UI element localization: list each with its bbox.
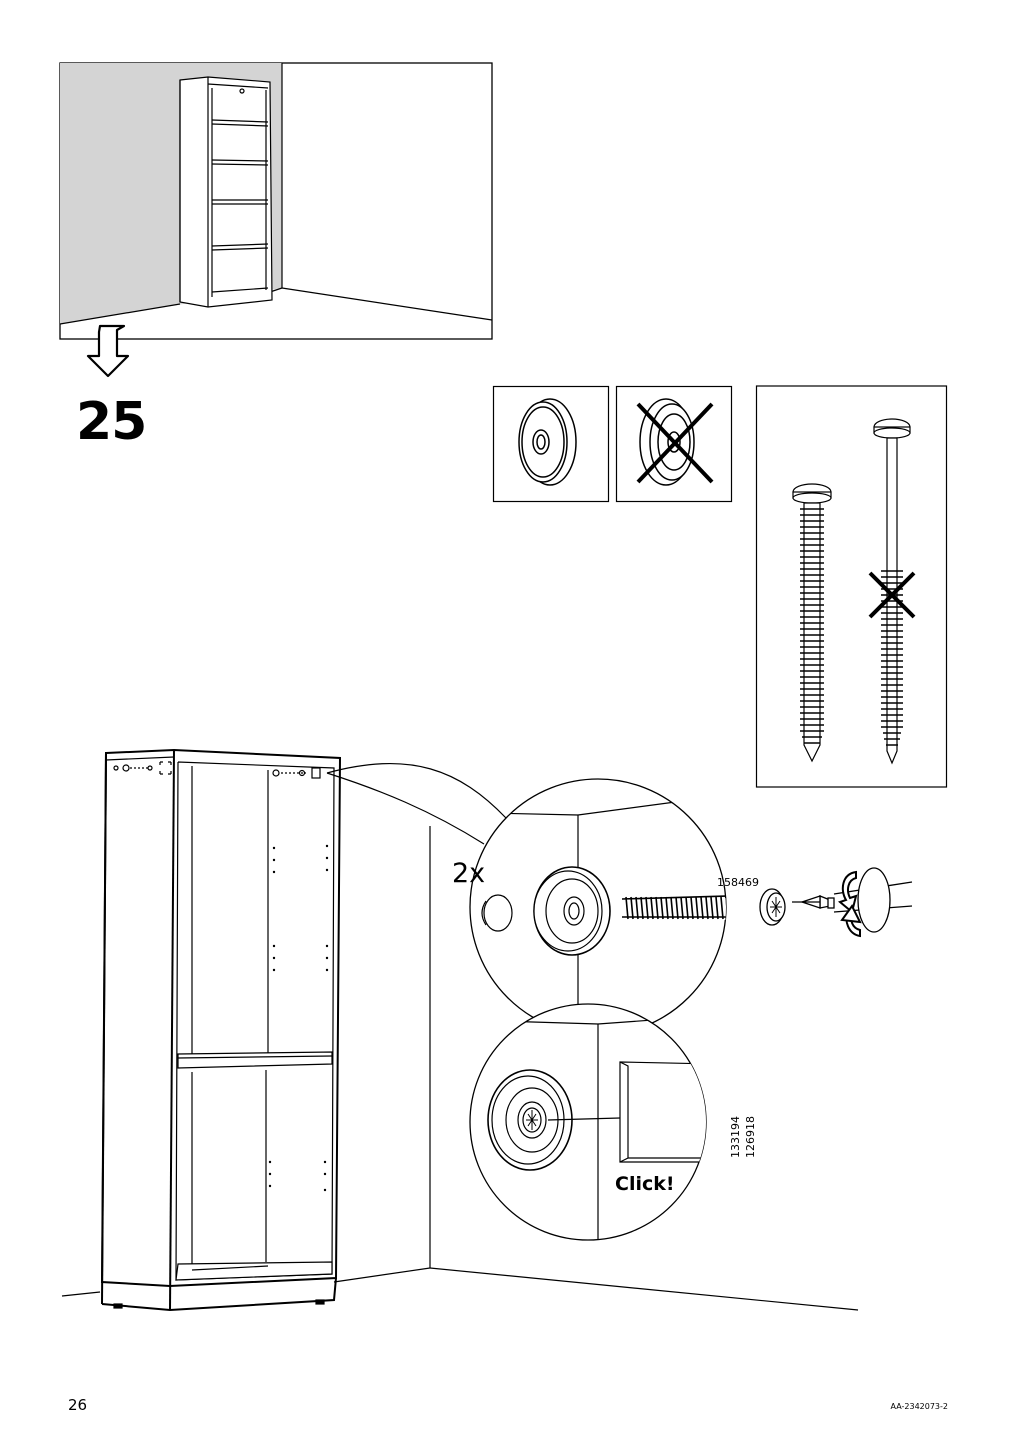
cap-part-number-1: 133194 (729, 1116, 742, 1158)
clockwise-rotate-icon (837, 870, 862, 938)
screw-part-number: 158469 (717, 876, 759, 889)
document-id: AA-2342073-2 (890, 1402, 948, 1411)
screwdriver-tool (792, 867, 913, 938)
quantity-label: 2x (452, 858, 486, 889)
washer-correct-orientation-icon (492, 385, 610, 503)
click-label: Click! (615, 1173, 675, 1195)
hollow-down-arrow-icon (86, 324, 130, 378)
cross-mark-icon (636, 402, 714, 484)
screw-fixing-detail-callout (469, 778, 786, 1036)
cap-fixing-detail-callout (469, 1003, 707, 1241)
step-number: 25 (76, 392, 147, 452)
page-number: 26 (68, 1396, 88, 1414)
screw-type-comparison-panel (755, 385, 948, 788)
cross-mark-icon (868, 571, 916, 619)
cap-part-number-2: 126918 (744, 1116, 757, 1158)
washer-wrong-orientation-icon (615, 385, 733, 503)
